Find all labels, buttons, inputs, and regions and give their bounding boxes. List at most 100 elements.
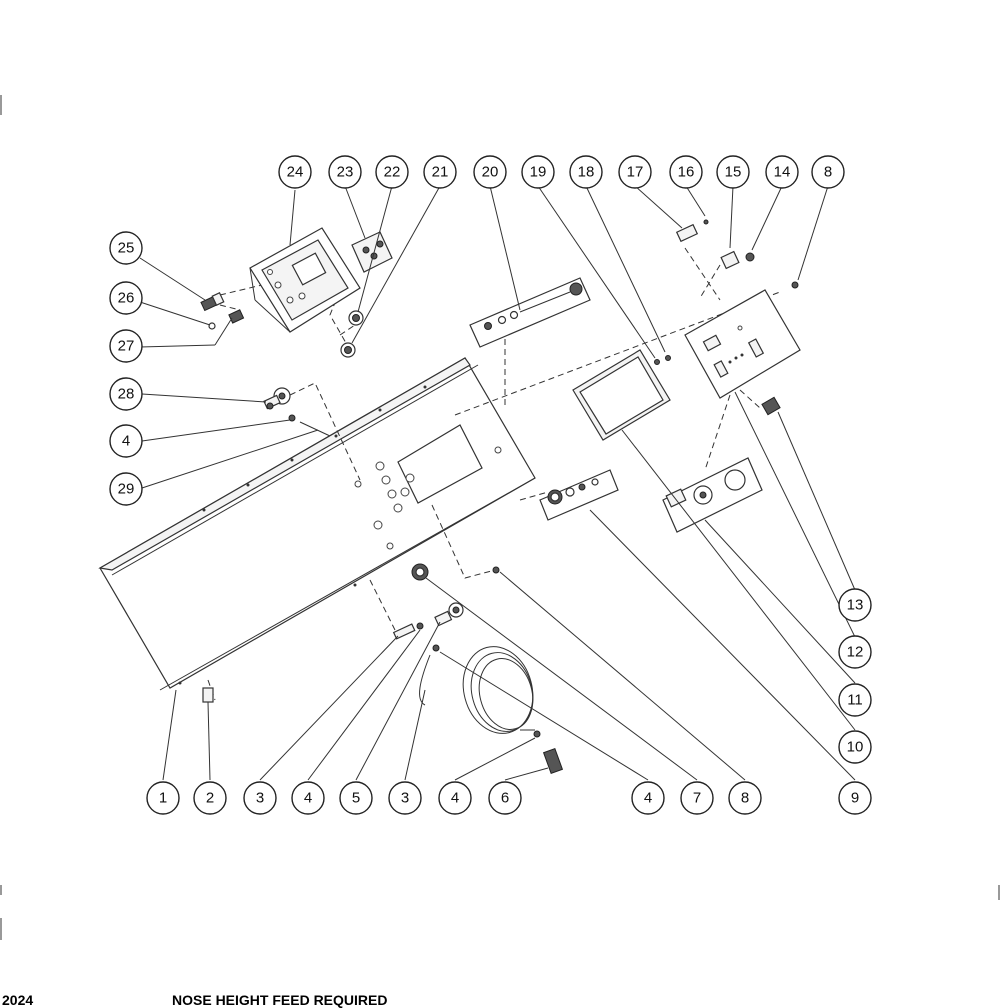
pin-29 [299,421,331,437]
screw-4-b [416,622,424,630]
callout-label: 23 [337,164,354,181]
control-panel [98,357,536,691]
callout-label: 18 [578,164,595,181]
callout-23: 23 [328,155,362,189]
fitting-3-a [392,623,416,640]
callout-circle [109,231,143,265]
callout-2: 2 [193,781,227,815]
screw-8-a [791,281,799,289]
callout-label: 19 [530,164,547,181]
callout-label: 3 [256,790,264,807]
screw-4-a [288,414,296,422]
nozzle-6 [542,747,564,775]
callout-label: 22 [384,164,401,181]
display-bracket [249,227,361,333]
callout-circle [243,781,277,815]
callout-circle [569,155,603,189]
callout-label: 10 [847,739,864,756]
callout-17: 17 [618,155,652,189]
screw-8-b [492,566,500,574]
toggle-switch-20 [469,277,591,348]
leader-lines [139,185,856,781]
washer-26 [208,322,216,330]
callout-label: 3 [401,790,409,807]
callout-22: 22 [375,155,409,189]
callout-label: 17 [627,164,644,181]
callout-27: 27 [109,329,143,363]
callout-label: 9 [851,790,859,807]
callout-circle [109,472,143,506]
callout-label: 11 [847,692,863,709]
callout-circle [838,635,872,669]
callout-label: 6 [501,790,509,807]
callout-24: 24 [278,155,312,189]
screw-4-d [533,730,541,738]
callout-label: 1 [159,790,167,807]
connector-27 [228,309,245,324]
callout-8: 8 [811,155,845,189]
callout-circle [109,329,143,363]
callout-label: 8 [824,164,832,181]
nut-18 [665,355,671,361]
callout-circle [521,155,555,189]
callout-7: 7 [680,781,714,815]
callout-20: 20 [473,155,507,189]
callout-label: 4 [122,433,130,450]
callout-11: 11 [838,683,872,717]
callout-label: 7 [693,790,701,807]
screw-4-c [432,644,440,652]
callout-3: 3 [243,781,277,815]
nut-19 [654,359,660,365]
clip-2 [202,687,214,703]
callout-label: 8 [741,790,749,807]
callout-circle [278,155,312,189]
callout-circle [728,781,762,815]
callout-label: 29 [118,481,135,498]
footer-title-fragment: NOSE HEIGHT FEED REQUIRED [172,992,388,1008]
callout-circle [109,281,143,315]
circuit-board-12 [684,289,801,399]
callout-circle [375,155,409,189]
connector-17 [675,223,699,243]
callout-circle [473,155,507,189]
callout-circle [339,781,373,815]
knob-21 [340,342,356,358]
screw-16 [703,219,709,225]
callout-circle [811,155,845,189]
callout-3: 3 [388,781,422,815]
callout-circle [838,781,872,815]
callout-label: 5 [352,790,360,807]
valve-28 [263,387,291,410]
valve-5 [434,602,464,627]
callout-1: 1 [146,781,180,815]
callout-circle [109,424,143,458]
terminal-strip [351,231,393,273]
callout-15: 15 [716,155,750,189]
callout-circle [146,781,180,815]
callout-6: 6 [488,781,522,815]
callout-label: 2 [206,790,214,807]
callout-circle [669,155,703,189]
callout-label: 12 [847,644,864,661]
callout-circle [488,781,522,815]
callout-4: 4 [109,424,143,458]
gauge-assembly-11 [662,457,763,533]
callout-29: 29 [109,472,143,506]
callout-16: 16 [669,155,703,189]
callout-13: 13 [838,588,872,622]
switch-15 [720,250,740,270]
callout-label: 14 [774,164,791,181]
callout-circle [423,155,457,189]
callout-label: 20 [482,164,499,181]
callout-label: 21 [432,164,449,181]
callout-25: 25 [109,231,143,265]
callout-label: 27 [118,338,135,355]
callout-10: 10 [838,730,872,764]
callout-circle [291,781,325,815]
button-assembly-9 [539,469,619,521]
callout-circle [716,155,750,189]
callout-19: 19 [521,155,555,189]
callout-9: 9 [838,781,872,815]
connector-25 [200,291,225,312]
